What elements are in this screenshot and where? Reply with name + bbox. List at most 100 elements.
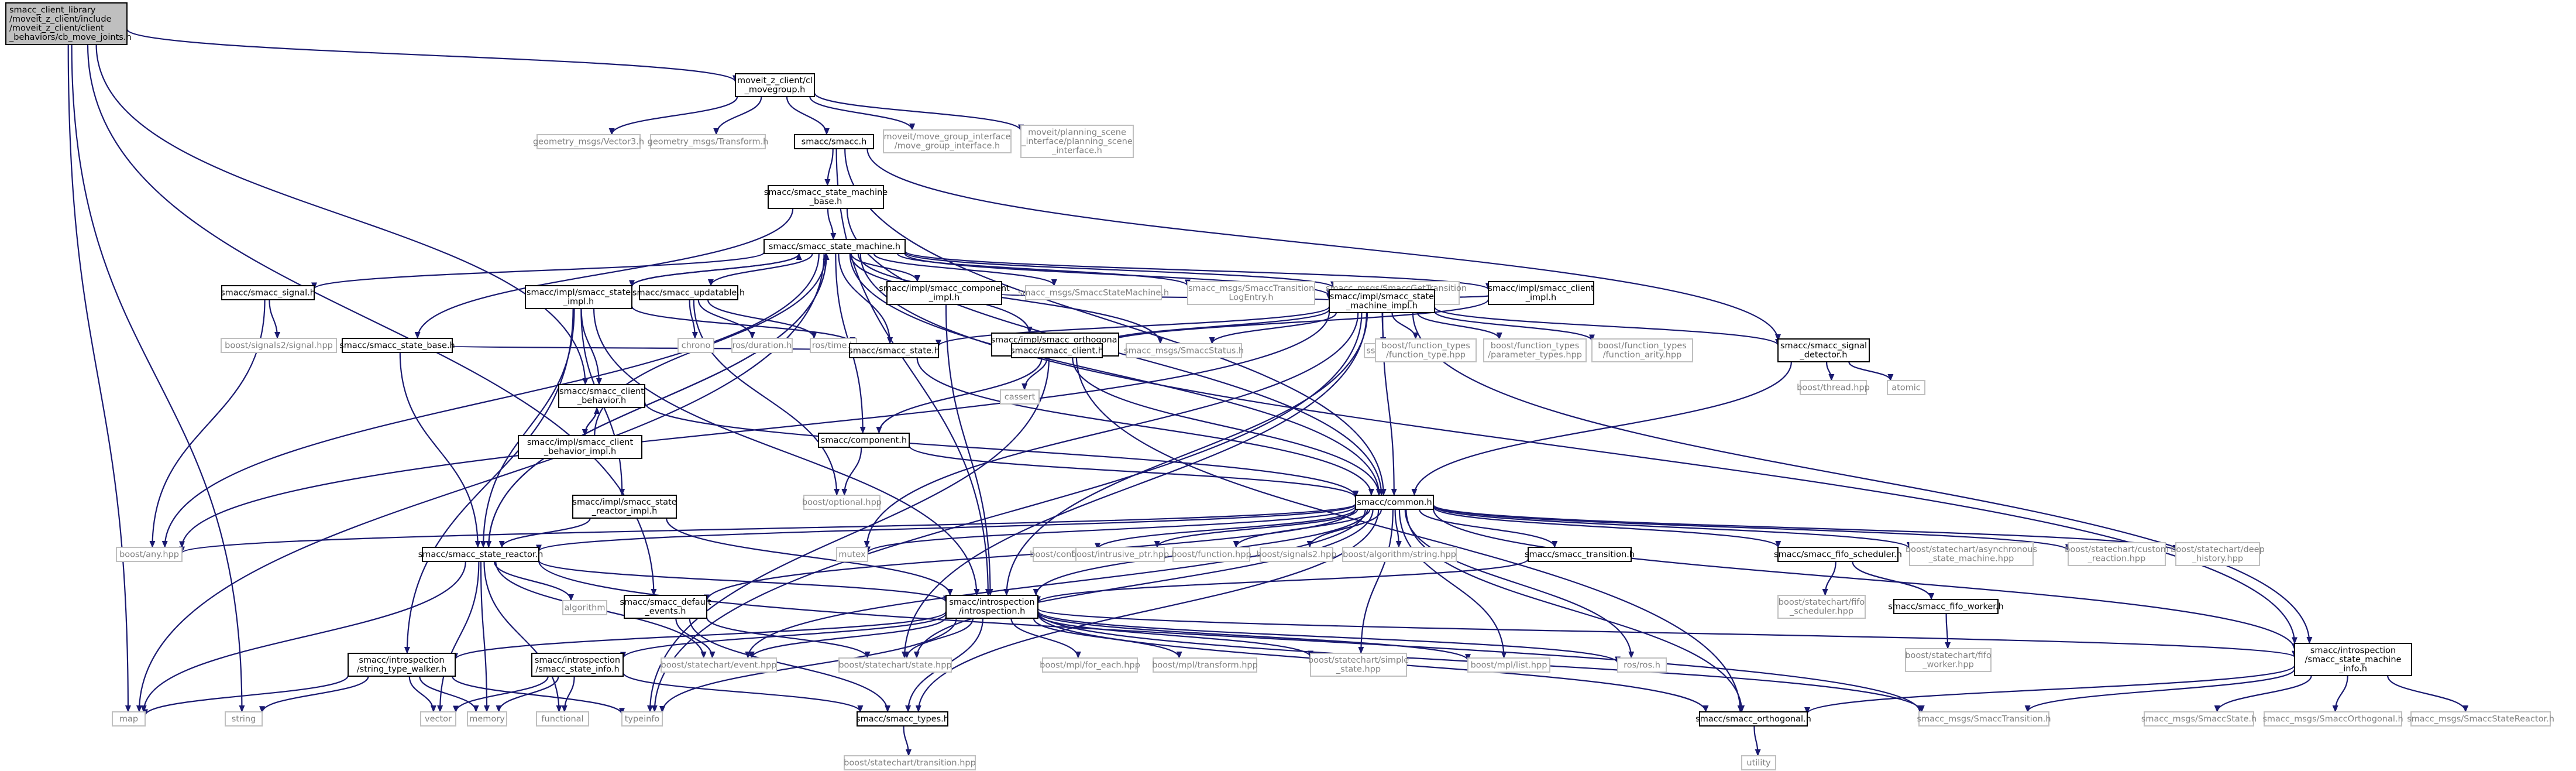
edge-sm-to-map <box>136 253 825 712</box>
edge-client_impl-to-smacc_client <box>1099 299 1490 346</box>
edge-introspection-to-typeinfo <box>659 618 957 713</box>
node-signal_detector[interactable]: smacc/smacc_signal_detector.h <box>1777 338 1870 362</box>
node-msg_status: smacc_msgs/SmaccStatus.h <box>1124 343 1244 358</box>
node-label-line: smacc/smacc_signal.h <box>221 288 315 297</box>
edge-root-to-movegroup <box>126 28 738 83</box>
edge-orth_impl-to-orthogonal <box>1075 355 1743 712</box>
edge-state_reactor-to-map <box>140 561 466 712</box>
node-label-line: smacc_msgs/SmaccTransition <box>1188 284 1314 293</box>
node-state_impl[interactable]: smacc/impl/smacc_state_impl.h <box>525 285 632 309</box>
edge-smi-to-msg_orthogonal <box>2332 675 2348 712</box>
node-boost_thread: boost/thread.hpp <box>1797 380 1870 395</box>
node-label-line: boost/any.hpp <box>119 550 179 559</box>
node-transform: geometry_msgs/Transform.h <box>648 134 768 149</box>
edge-sm-to-updatable <box>707 253 813 286</box>
node-box <box>836 547 868 562</box>
node-client_behavior[interactable]: smacc/smacc_client_behavior.h <box>558 384 645 408</box>
node-box <box>536 711 589 727</box>
node-label-line: boost/statechart/custom <box>2065 545 2169 554</box>
node-box <box>1342 547 1457 562</box>
node-smi[interactable]: smacc/introspection/smacc_state_machine_… <box>2294 643 2412 676</box>
node-box <box>639 285 738 300</box>
node-msg_transition: smacc_msgs/SmaccTransition.h <box>1917 711 2051 727</box>
node-algorithm: algorithm <box>562 600 607 615</box>
node-component[interactable]: smacc/component.h <box>818 433 910 448</box>
node-box <box>1126 343 1242 358</box>
node-box <box>531 653 624 677</box>
node-box <box>1020 125 1134 158</box>
edge-stw-to-vector <box>408 676 436 712</box>
node-label-line: atomic <box>1891 383 1921 392</box>
node-label-line: boost/statechart/simple <box>1308 656 1409 665</box>
node-label-line: smacc/impl/smacc_client <box>1488 284 1594 293</box>
node-sm[interactable]: smacc/smacc_state_machine.h <box>763 239 906 254</box>
node-smacc_types[interactable]: smacc/smacc_types.h <box>856 711 949 727</box>
node-label-line: moveit/planning_scene <box>1028 128 1126 137</box>
node-updatable[interactable]: smacc/smacc_updatable.h <box>632 285 745 300</box>
edge-common-to-fifo_scheduler <box>1432 506 1781 548</box>
edge-sm-to-boost_any <box>161 253 820 548</box>
node-cb_impl[interactable]: smacc/impl/smacc_client_behavior_impl.h <box>518 435 642 459</box>
node-utility: utility <box>1741 755 1776 770</box>
edge-sm-to-common <box>849 253 1382 496</box>
node-box <box>857 711 948 727</box>
node-fifo_scheduler[interactable]: smacc/smacc_fifo_scheduler.h <box>1774 547 1902 562</box>
node-state_reactor[interactable]: smacc/smacc_state_reactor.h <box>418 547 544 562</box>
node-box <box>1800 380 1867 395</box>
node-label-line: smacc/smacc_state_machine <box>764 188 888 197</box>
edge-fifo_scheduler-to-fifo_worker <box>1852 561 1935 600</box>
node-orthogonal[interactable]: smacc/smacc_orthogonal.h <box>1695 711 1811 727</box>
node-label-line: _worker.hpp <box>1922 660 1974 670</box>
node-smacc_h[interactable]: smacc/smacc.h <box>794 134 874 149</box>
node-smacc_state[interactable]: smacc/smacc_state.h <box>848 343 940 358</box>
node-label-line: /function_arity.hpp <box>1603 351 1682 360</box>
edge-introspection-to-stw <box>452 611 947 660</box>
edge-state_reactor-to-functional <box>483 561 562 712</box>
node-fifo_worker[interactable]: smacc/smacc_fifo_worker.h <box>1888 599 2004 614</box>
node-movegroup[interactable]: moveit_z_client/cl_movegroup.h <box>735 73 815 97</box>
node-label-line: boost/function_types <box>1491 341 1580 351</box>
edge-client_behavior-to-common <box>644 402 1358 498</box>
node-signal[interactable]: smacc/smacc_signal.h <box>221 285 315 300</box>
node-label-line: ros/time.h <box>812 341 855 350</box>
node-ssi[interactable]: smacc/introspection/smacc_state_info.h <box>531 653 624 677</box>
node-label-line: smacc_msgs/SmaccStateMachine.h <box>1018 288 1169 297</box>
edge-smi-to-msg_transition <box>2024 669 2296 712</box>
node-smacc_client[interactable]: smacc/smacc_client.h <box>1010 343 1103 358</box>
edge-common-to-smacc_transition <box>1419 509 1558 548</box>
node-smacc_transition[interactable]: smacc/smacc_transition.h <box>1525 547 1635 562</box>
edge-smacc_client-to-component <box>876 357 1043 434</box>
node-introspection[interactable]: smacc/introspection/introspection.h <box>945 595 1038 619</box>
edge-ssi-to-smacc_types <box>622 672 864 712</box>
node-boost_intrusive: boost/intrusive_ptr.hpp <box>1071 547 1169 562</box>
node-default_events[interactable]: smacc/smacc_default_events.h <box>620 595 711 619</box>
edge-sm_impl-to-signal_detector <box>1433 306 1781 346</box>
edge-comp_impl-to-introspection <box>945 304 993 596</box>
node-box <box>1893 599 1999 614</box>
node-box <box>624 595 707 619</box>
edge-common-to-boost_any <box>179 503 1357 554</box>
node-label-line: boost/function_types <box>1381 341 1470 351</box>
node-box <box>1260 547 1333 562</box>
node-comp_impl[interactable]: smacc/impl/smacc_component_impl.h <box>879 281 1010 305</box>
node-box <box>1355 495 1434 510</box>
node-sm_base[interactable]: smacc/smacc_state_machine_base.h <box>764 185 888 209</box>
node-simple_state: boost/statechart/simple_state.hpp <box>1308 653 1409 677</box>
node-common[interactable]: smacc/common.h <box>1355 495 1434 510</box>
node-label-line: /smacc_state_info.h <box>535 665 619 674</box>
node-reactor_impl[interactable]: smacc/impl/smacc_state_reactor_impl.h <box>572 495 677 519</box>
edge-introspection-to-ssi <box>620 613 947 659</box>
node-sm_impl[interactable]: smacc/impl/smacc_state_machine_impl.h <box>1329 289 1435 313</box>
node-label-line: _behavior_impl.h <box>544 447 616 457</box>
edge-smi-to-msg_state <box>2214 675 2312 712</box>
edge-sm-to-smi <box>859 253 2298 645</box>
node-box <box>1483 338 1587 362</box>
edge-signal_detector-to-boost_thread <box>1825 361 1835 381</box>
node-bft_arity: boost/function_types/function_arity.hpp <box>1591 338 1693 362</box>
node-client_impl[interactable]: smacc/impl/smacc_client_impl.h <box>1488 281 1594 305</box>
node-label-line: boost/mpl/list.hpp <box>1471 660 1547 670</box>
node-stw[interactable]: smacc/introspection/string_type_walker.h <box>348 653 456 677</box>
node-box <box>1528 547 1632 562</box>
node-label-line: _scheduler.hpp <box>1789 607 1853 616</box>
node-state_base[interactable]: smacc/smacc_state_base.h <box>339 338 455 353</box>
